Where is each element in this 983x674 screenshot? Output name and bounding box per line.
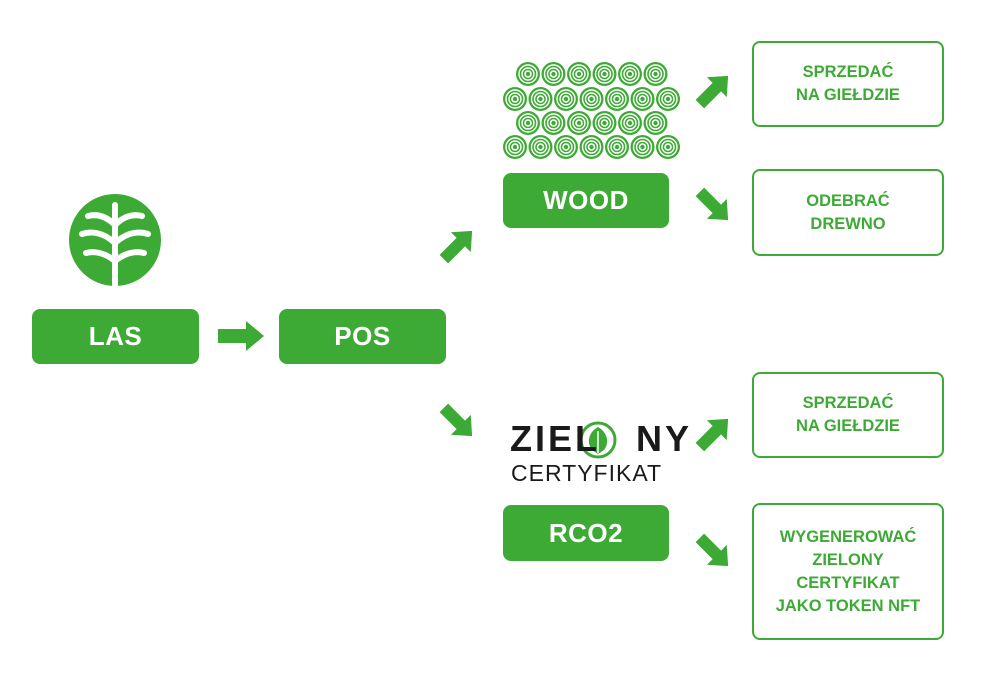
certificate-logo-title: ZIEL NY bbox=[510, 418, 692, 460]
arrow-icon bbox=[218, 321, 264, 351]
leaf-icon bbox=[579, 421, 617, 459]
outcome-rco2-nft: WYGENEROWAĆ ZIELONY CERTYFIKAT JAKO TOKE… bbox=[752, 503, 944, 640]
log-end bbox=[656, 87, 680, 111]
arrow-icon bbox=[439, 230, 473, 264]
outcome-wood-collect: ODEBRAĆ DREWNO bbox=[752, 169, 944, 256]
node-rco2: RCO2 bbox=[503, 505, 669, 561]
certificate-logo-title-start: ZIEL bbox=[510, 418, 600, 459]
log-end bbox=[579, 87, 604, 111]
arrows bbox=[218, 75, 729, 567]
log-end bbox=[630, 135, 655, 159]
log-end bbox=[618, 62, 642, 86]
log-end bbox=[579, 135, 604, 159]
arrow-icon bbox=[695, 533, 729, 567]
log-end bbox=[503, 87, 527, 111]
arrow-icon bbox=[695, 187, 729, 221]
arrow-icon bbox=[695, 75, 729, 109]
node-las: LAS bbox=[32, 309, 199, 364]
log-end bbox=[541, 62, 566, 86]
node-pos: POS bbox=[279, 309, 446, 364]
log-end bbox=[516, 62, 540, 86]
log-end bbox=[605, 87, 629, 111]
log-end bbox=[528, 87, 553, 111]
log-end bbox=[605, 135, 629, 159]
log-end bbox=[541, 111, 566, 135]
log-end bbox=[567, 111, 591, 135]
log-end bbox=[516, 111, 540, 135]
certificate-logo-subtitle: CERTYFIKAT bbox=[511, 460, 662, 486]
log-end bbox=[528, 135, 553, 159]
log-pile-icon bbox=[503, 62, 680, 159]
log-end bbox=[592, 111, 617, 135]
log-end bbox=[503, 135, 527, 159]
certificate-logo-title-end: NY bbox=[636, 418, 693, 459]
log-end bbox=[554, 87, 578, 111]
log-end bbox=[630, 87, 655, 111]
log-end bbox=[554, 135, 578, 159]
log-end bbox=[643, 62, 668, 86]
outcome-wood-sell: SPRZEDAĆ NA GIEŁDZIE bbox=[752, 41, 944, 127]
log-end bbox=[643, 111, 668, 135]
outcome-rco2-sell: SPRZEDAĆ NA GIEŁDZIE bbox=[752, 372, 944, 458]
tree-leaf-icon bbox=[69, 194, 161, 288]
node-wood: WOOD bbox=[503, 173, 669, 228]
log-end bbox=[592, 62, 617, 86]
log-end bbox=[618, 111, 642, 135]
log-end bbox=[656, 135, 680, 159]
log-end bbox=[567, 62, 591, 86]
arrow-icon bbox=[439, 403, 473, 437]
arrow-icon bbox=[695, 418, 729, 452]
